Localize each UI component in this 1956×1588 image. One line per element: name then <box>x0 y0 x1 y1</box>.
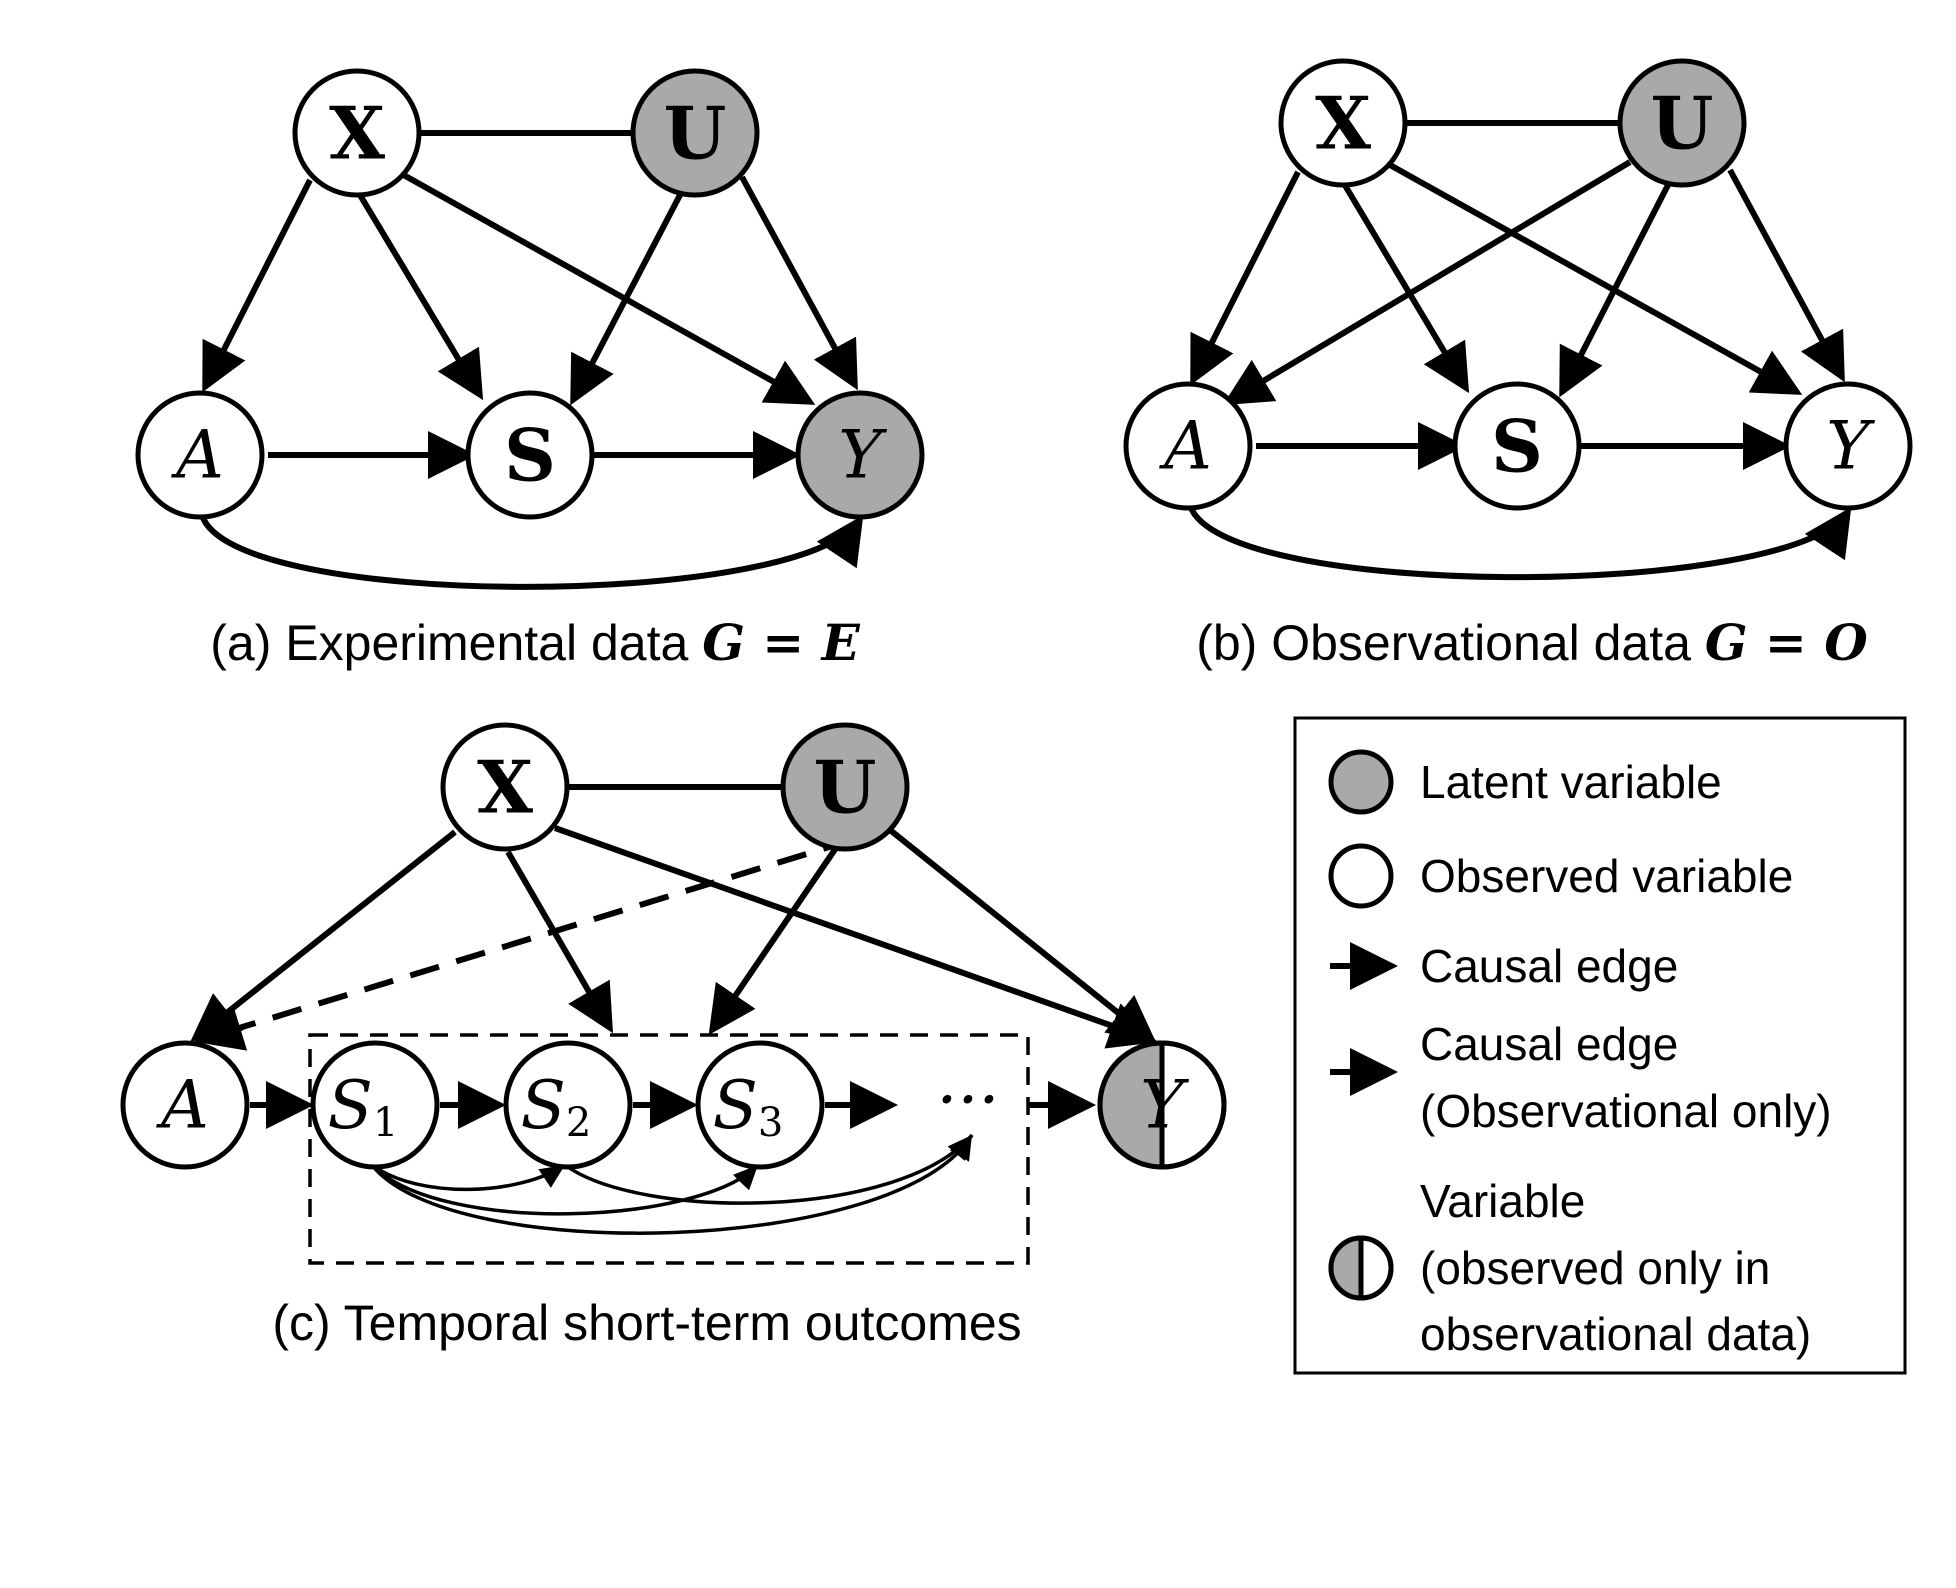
legend-observed: Observed variable <box>1328 843 1793 909</box>
svg-text:Observed variable: Observed variable <box>1420 850 1793 902</box>
node-s2: S2 <box>503 1040 633 1170</box>
node-y-partial: Y <box>1097 1040 1227 1170</box>
node-u-latent: U <box>630 68 760 198</box>
svg-text:X: X <box>329 91 385 176</box>
svg-text:S1: S1 <box>328 1067 399 1147</box>
panel-a: X U A S Y (a) Experimental data G = E <box>135 68 925 672</box>
panel-c: X U A S1 S2 S3 ··· Y <box>120 722 1227 1351</box>
legend-causal-edge: Causal edge <box>1330 940 1678 992</box>
node-s1: S1 <box>310 1040 440 1170</box>
short-term-outcomes-box <box>308 1033 1030 1265</box>
svg-text:X: X <box>477 745 533 830</box>
svg-text:Y: Y <box>1140 1067 1189 1144</box>
svg-text:Variable: Variable <box>1420 1175 1585 1227</box>
svg-text:Latent variable: Latent variable <box>1420 756 1722 808</box>
node-a: A <box>135 390 265 520</box>
svg-text:Causal edge: Causal edge <box>1420 940 1678 992</box>
node-s: S <box>465 390 595 520</box>
legend-latent: Latent variable <box>1328 749 1722 815</box>
svg-text:S2: S2 <box>521 1067 592 1147</box>
svg-text:observational data): observational data) <box>1420 1308 1811 1360</box>
node-a: A <box>1123 381 1253 511</box>
ellipsis: ··· <box>937 1062 1000 1139</box>
svg-text:(Observational only): (Observational only) <box>1420 1085 1832 1137</box>
legend: Latent variable Observed variable Causal… <box>1293 716 1907 1375</box>
svg-text:(observed only in: (observed only in <box>1420 1242 1770 1294</box>
svg-text:A: A <box>170 417 224 494</box>
caption-c: (c) Temporal short-term outcomes <box>272 1295 1021 1351</box>
svg-text:Y: Y <box>838 417 887 494</box>
svg-text:S: S <box>504 413 556 498</box>
node-u-latent: U <box>780 722 910 852</box>
svg-text:A: A <box>155 1067 209 1144</box>
svg-text:Causal edge: Causal edge <box>1420 1018 1678 1070</box>
svg-text:U: U <box>664 91 727 176</box>
svg-text:Y: Y <box>1826 408 1875 485</box>
caption-b: (b) Observational data G = O <box>1196 613 1868 672</box>
node-y: Y <box>1783 381 1913 511</box>
svg-text:S3: S3 <box>713 1067 784 1147</box>
svg-text:X: X <box>1315 81 1371 166</box>
node-x: X <box>292 68 422 198</box>
svg-text:A: A <box>1158 408 1212 485</box>
node-a: A <box>120 1040 250 1170</box>
node-u-latent: U <box>1617 58 1747 188</box>
svg-text:U: U <box>1651 81 1714 166</box>
node-s3: S3 <box>695 1040 825 1170</box>
panel-b: X U A S Y (b) Observational data G = O <box>1123 58 1913 672</box>
svg-text:U: U <box>814 745 877 830</box>
legend-causal-edge-observational: Causal edge (Observational only) <box>1330 1018 1832 1137</box>
node-y-latent: Y <box>795 390 925 520</box>
node-x: X <box>1278 58 1408 188</box>
caption-a: (a) Experimental data G = E <box>210 613 860 672</box>
svg-text:S: S <box>1491 404 1543 489</box>
node-s: S <box>1452 381 1582 511</box>
legend-partial-variable: Variable (observed only in observational… <box>1328 1175 1811 1360</box>
node-x: X <box>440 722 570 852</box>
